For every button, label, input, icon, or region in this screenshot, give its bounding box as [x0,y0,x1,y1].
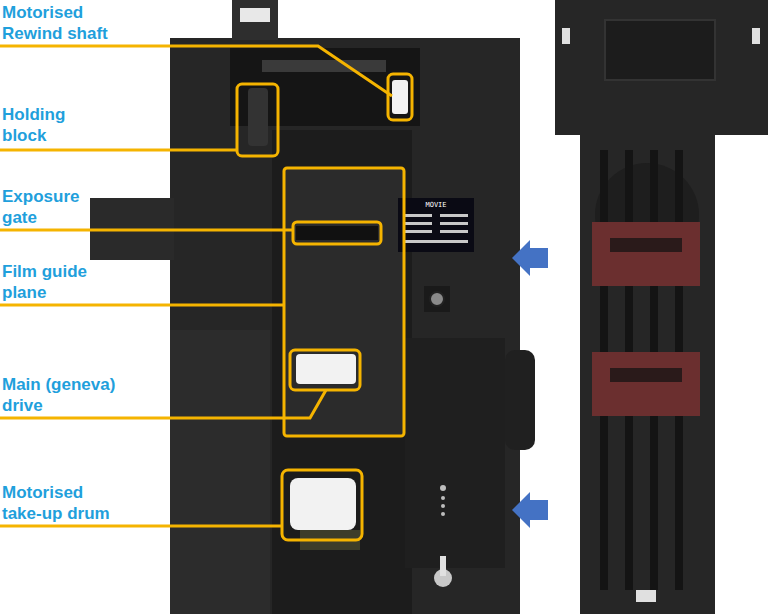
viewfinder-window [240,8,270,22]
part-label: Holding block [2,104,92,146]
part-label: Motorised Rewind shaft [2,2,132,44]
part-label: Exposure gate [2,186,102,228]
toggle-lever [440,556,446,576]
lens-mount [505,350,535,450]
film-channel [272,130,412,614]
leader-line [0,149,237,152]
viewfinder [232,0,278,40]
lower-block [170,330,270,614]
button-housing [424,286,450,312]
part-label: Motorised take-up drum [2,482,122,524]
grip [405,338,505,568]
pin [440,485,446,491]
display-line [440,214,468,217]
leader-line [0,525,282,528]
film-back-part [555,0,768,614]
pressure-pad [592,222,700,286]
push-button [430,292,444,306]
exposure-gate [296,226,378,240]
callout-box [284,168,404,436]
pad-slot [610,238,682,252]
fit-arrow [512,240,548,276]
camera-body [170,38,520,614]
film-slot [262,60,386,72]
oled-display [398,198,474,252]
callout-box [293,222,381,244]
display-line [440,222,468,225]
display-line [404,230,432,233]
display-line [440,230,468,233]
geneva-drive [296,354,356,384]
pin [441,512,445,516]
part-label: Film guide plane [2,261,102,303]
take-up-drum [290,478,356,530]
back-recess [605,20,715,80]
pad-slot [610,368,682,382]
pin [441,496,445,500]
film-guide-plane [284,168,404,436]
callout-box [290,350,360,390]
part-label: Main (geneva) drive [2,374,120,416]
callout-box [388,74,412,120]
callout-box [282,470,362,540]
callout-box [237,84,278,156]
clip [752,28,760,44]
holding-block [248,88,268,146]
rewind-shaft [392,80,408,114]
pressure-pad [592,352,700,416]
latch [636,590,656,602]
leader-line [0,390,326,418]
pin [441,504,445,508]
clip [562,28,570,44]
fit-arrow [512,492,548,528]
display-line [404,214,432,217]
screen-text: MOVIE [398,201,474,209]
display-line [404,240,468,243]
display-line [404,222,432,225]
leader-line [0,46,392,96]
leader-line [0,304,284,307]
leader-line [0,229,293,232]
